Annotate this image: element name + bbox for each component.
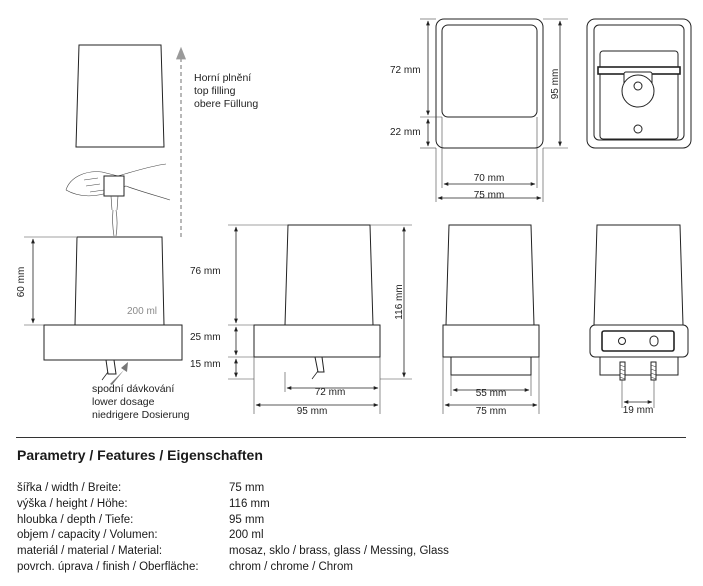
param-value: 75 mm — [229, 482, 265, 494]
rear-screw-left — [619, 361, 626, 381]
rear-slot — [649, 335, 659, 347]
dim-plate-upper: 72 mm — [390, 65, 421, 76]
param-value: chrom / chrome / Chrom — [229, 560, 353, 573]
detached-glass — [75, 44, 165, 148]
top-filling-text-cz: Horní plnění — [194, 72, 251, 84]
dim-side-nozzle: 72 mm — [315, 387, 346, 398]
param-label: výška / height / Höhe: — [17, 497, 128, 510]
param-label: hloubka / depth / Tiefe: — [17, 513, 134, 526]
param-row-height: výška / height / Höhe: 116 mm — [17, 497, 677, 513]
dim-side-total: 116 mm — [394, 284, 405, 319]
capacity-label: 200 ml — [127, 306, 157, 317]
param-row-width: šířka / width / Breite: 75 mm — [17, 481, 677, 497]
side-nozzle — [314, 356, 325, 373]
rear-screw-right — [650, 361, 657, 381]
param-label: šířka / width / Breite: — [17, 482, 122, 494]
side-base — [253, 324, 381, 358]
lower-dosage-text-cz: spodní dávkování — [92, 383, 174, 395]
rear-view: 19 mm — [589, 224, 689, 416]
rear-plate-hole — [621, 74, 655, 108]
rear-glass — [593, 224, 684, 326]
base-holder — [43, 324, 183, 361]
dim-side-lower: 15 mm — [190, 359, 221, 370]
section-divider — [16, 437, 686, 438]
front-view: 55 mm 75 mm — [442, 224, 540, 417]
params-table: šířka / width / Breite: 75 mm výška / he… — [17, 481, 677, 576]
dim-side-width: 95 mm — [297, 406, 328, 417]
params-title: Parametry / Features / Eigenschaften — [17, 447, 263, 463]
param-label: povrch. úprava / finish / Oberfläche: — [17, 560, 199, 573]
top-filling-text-de: obere Füllung — [194, 98, 258, 110]
pump-nozzle — [105, 359, 117, 375]
dim-front-inner: 55 mm — [476, 388, 507, 399]
param-label: objem / capacity / Volumen: — [17, 529, 158, 542]
front-view-lower-dosage: 200 ml 60 mm spodní dávkování lower dosa… — [16, 236, 190, 421]
param-value: 95 mm — [229, 513, 265, 526]
rear-mount-plate — [601, 330, 675, 352]
dim-plate-lower: 22 mm — [390, 127, 421, 138]
lower-dosage-text-de: niedrigere Dosierung — [92, 409, 190, 421]
dim-side-middle: 25 mm — [190, 332, 221, 343]
dim-side-upper: 76 mm — [190, 266, 221, 277]
param-row-material: materiál / material / Material: mosaz, s… — [17, 544, 677, 560]
nozzle-arrow-icon — [110, 362, 128, 385]
wall-plate-rear — [586, 18, 692, 149]
param-value: 116 mm — [229, 497, 270, 510]
dim-front-height: 60 mm — [16, 267, 27, 298]
param-row-depth: hloubka / depth / Tiefe: 95 mm — [17, 513, 677, 529]
param-value: 200 ml — [229, 529, 264, 542]
rear-plate-bottom-hole — [633, 124, 643, 134]
dim-plate-inner: 70 mm — [474, 173, 505, 184]
dim-plate-width: 75 mm — [474, 190, 505, 201]
top-filling-text-en: top filling — [194, 85, 236, 97]
top-filling-illustration: Horní plnění top filling obere Füllung — [65, 44, 258, 237]
lower-dosage-text-en: lower dosage — [92, 396, 155, 408]
param-label: materiál / material / Material: — [17, 545, 163, 558]
param-row-finish: povrch. úprava / finish / Oberfläche: ch… — [17, 560, 677, 576]
dim-plate-height: 95 mm — [550, 69, 561, 100]
param-row-capacity: objem / capacity / Volumen: 200 ml — [17, 528, 677, 544]
front-lower-collar — [450, 356, 532, 376]
side-view: 76 mm 25 mm 15 mm 116 mm 72 mm 95 mm — [190, 224, 412, 417]
dim-rear-spacing: 19 mm — [623, 405, 654, 416]
side-glass — [284, 224, 374, 326]
front-base — [442, 324, 540, 358]
rear-screw-hole — [618, 337, 626, 345]
front-glass — [445, 224, 535, 326]
param-value: mosaz, sklo / brass, glass / Messing, Gl… — [229, 545, 449, 558]
plate-window — [441, 24, 538, 118]
technical-drawing: Horní plnění top filling obere Füllung 2… — [16, 18, 692, 421]
dim-front-width: 75 mm — [476, 406, 507, 417]
wall-plate-front: 72 mm 22 mm 95 mm 70 mm 75 mm — [390, 18, 568, 202]
hand-pouring-icon — [65, 163, 171, 237]
